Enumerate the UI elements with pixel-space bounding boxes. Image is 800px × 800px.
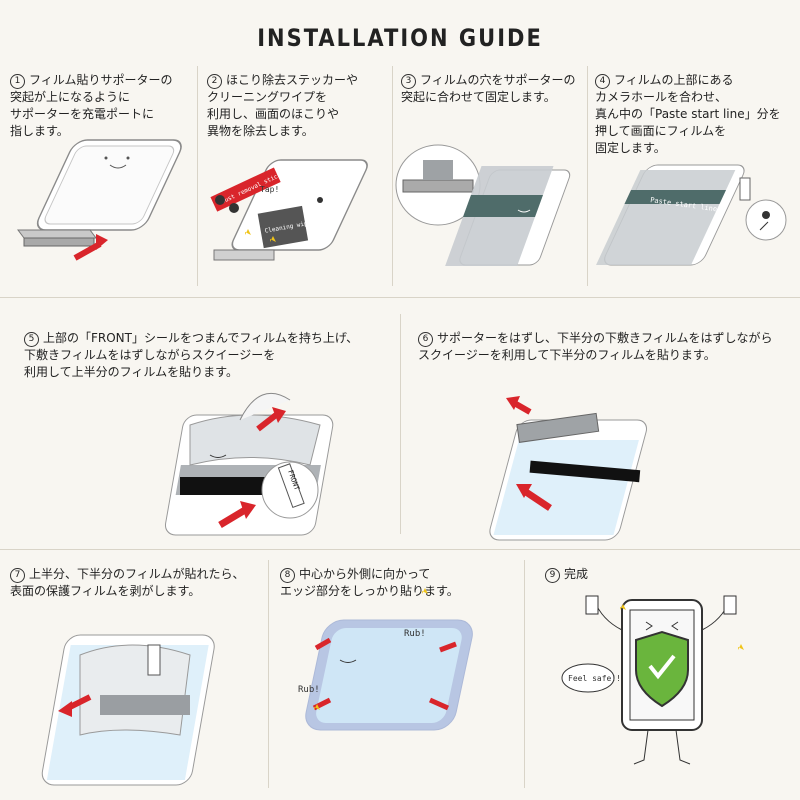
tap-label: Tap! bbox=[260, 185, 279, 194]
step-9-illustration: Feel safe!! bbox=[561, 595, 744, 765]
step-7-number: 7 bbox=[10, 568, 25, 583]
step-6-illustration bbox=[489, 396, 648, 541]
divider-col-4 bbox=[400, 314, 401, 534]
step-1-illustration bbox=[17, 139, 182, 261]
divider-col-6 bbox=[524, 560, 525, 788]
step-4-number: 4 bbox=[595, 74, 610, 89]
step-3-number: 3 bbox=[401, 74, 416, 89]
rub-label-left: Rub! bbox=[298, 685, 320, 695]
step-9-number: 9 bbox=[545, 568, 560, 583]
divider-col-3 bbox=[587, 66, 588, 286]
step-8-number: 8 bbox=[280, 568, 295, 583]
feel-safe-label: Feel safe!! bbox=[568, 674, 621, 683]
step-5-number: 5 bbox=[24, 332, 39, 347]
step-2-illustration: Dust removal sticker Tap! Cleaning wipe bbox=[210, 159, 368, 261]
divider-col-5 bbox=[268, 560, 269, 788]
rub-label-right: Rub! bbox=[404, 629, 426, 639]
step-7-illustration bbox=[41, 634, 215, 786]
divider-col-2 bbox=[392, 66, 393, 286]
step-1-number: 1 bbox=[10, 74, 25, 89]
step-4-illustration: Paste start line bbox=[596, 164, 787, 266]
step-2-number: 2 bbox=[207, 74, 222, 89]
divider-col-1 bbox=[197, 66, 198, 286]
step-3-illustration bbox=[395, 144, 571, 266]
step-6-number: 6 bbox=[418, 332, 433, 347]
divider-row-1 bbox=[0, 297, 800, 298]
page-title: INSTALLATION GUIDE bbox=[257, 24, 543, 52]
step-8-illustration: Rub! Rub! bbox=[298, 588, 473, 731]
divider-row-2 bbox=[0, 549, 800, 550]
step-5-illustration: FRONT bbox=[164, 392, 334, 536]
